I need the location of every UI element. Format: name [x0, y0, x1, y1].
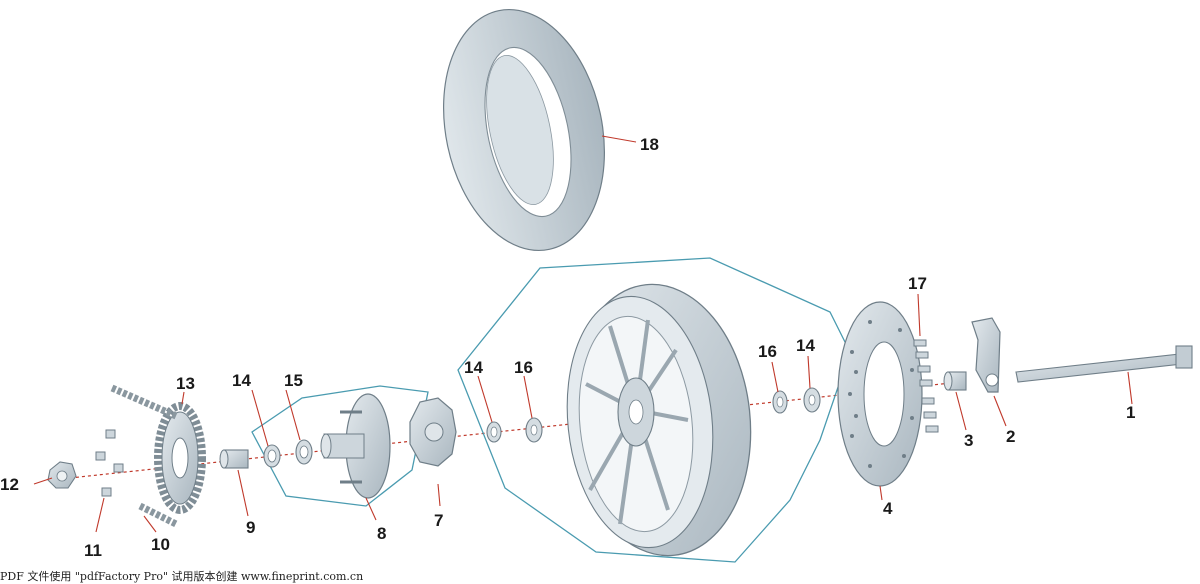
callout-15: 15 — [284, 371, 303, 390]
axle-nut — [47, 461, 77, 489]
wheel-collar-right — [803, 387, 821, 413]
callout-7: 7 — [434, 511, 443, 530]
callout-1: 1 — [1126, 403, 1135, 422]
callout-14-wheel-left: 14 — [464, 358, 483, 377]
callout-16-wheel-right: 16 — [758, 342, 777, 361]
brake-disc — [837, 301, 923, 487]
callout-4: 4 — [883, 499, 893, 518]
callout-8: 8 — [377, 524, 386, 543]
callout-13: 13 — [176, 374, 195, 393]
rear-wheel — [566, 283, 752, 557]
chain — [110, 384, 178, 528]
callout-2: 2 — [1006, 427, 1015, 446]
axle — [1015, 345, 1193, 383]
callout-18: 18 — [640, 135, 659, 154]
callout-10: 10 — [151, 535, 170, 554]
pdf-watermark-note: PDF 文件使用 "pdfFactory Pro" 试用版本创建 www.fin… — [0, 570, 364, 583]
leader-lines — [33, 135, 1133, 533]
wheel-bearing-left — [525, 417, 543, 443]
hub — [320, 393, 391, 499]
callout-12: 12 — [0, 475, 19, 494]
callout-16-wheel-left: 16 — [514, 358, 533, 377]
wheel-group-outline — [457, 257, 851, 563]
callout-11: 11 — [84, 541, 102, 560]
callout-14-hub: 14 — [232, 371, 251, 390]
sprocket — [154, 402, 206, 514]
callout-9: 9 — [246, 518, 255, 537]
wheel-bearing-right — [772, 390, 788, 414]
tire — [442, 8, 606, 252]
callout-3: 3 — [964, 431, 973, 450]
caliper-bracket — [971, 317, 1001, 393]
sprocket-bolts — [95, 429, 124, 497]
damper — [409, 397, 457, 467]
axle-collar — [943, 371, 967, 391]
spacer — [219, 449, 249, 469]
hub-bearing-right — [295, 439, 313, 465]
assembly-axis-line — [69, 381, 961, 479]
wheel-collar-left — [486, 421, 502, 443]
callout-14-wheel-right: 14 — [796, 336, 815, 355]
callout-17: 17 — [908, 274, 927, 293]
hub-bearing-left — [263, 444, 281, 468]
disc-bolts — [913, 339, 939, 433]
